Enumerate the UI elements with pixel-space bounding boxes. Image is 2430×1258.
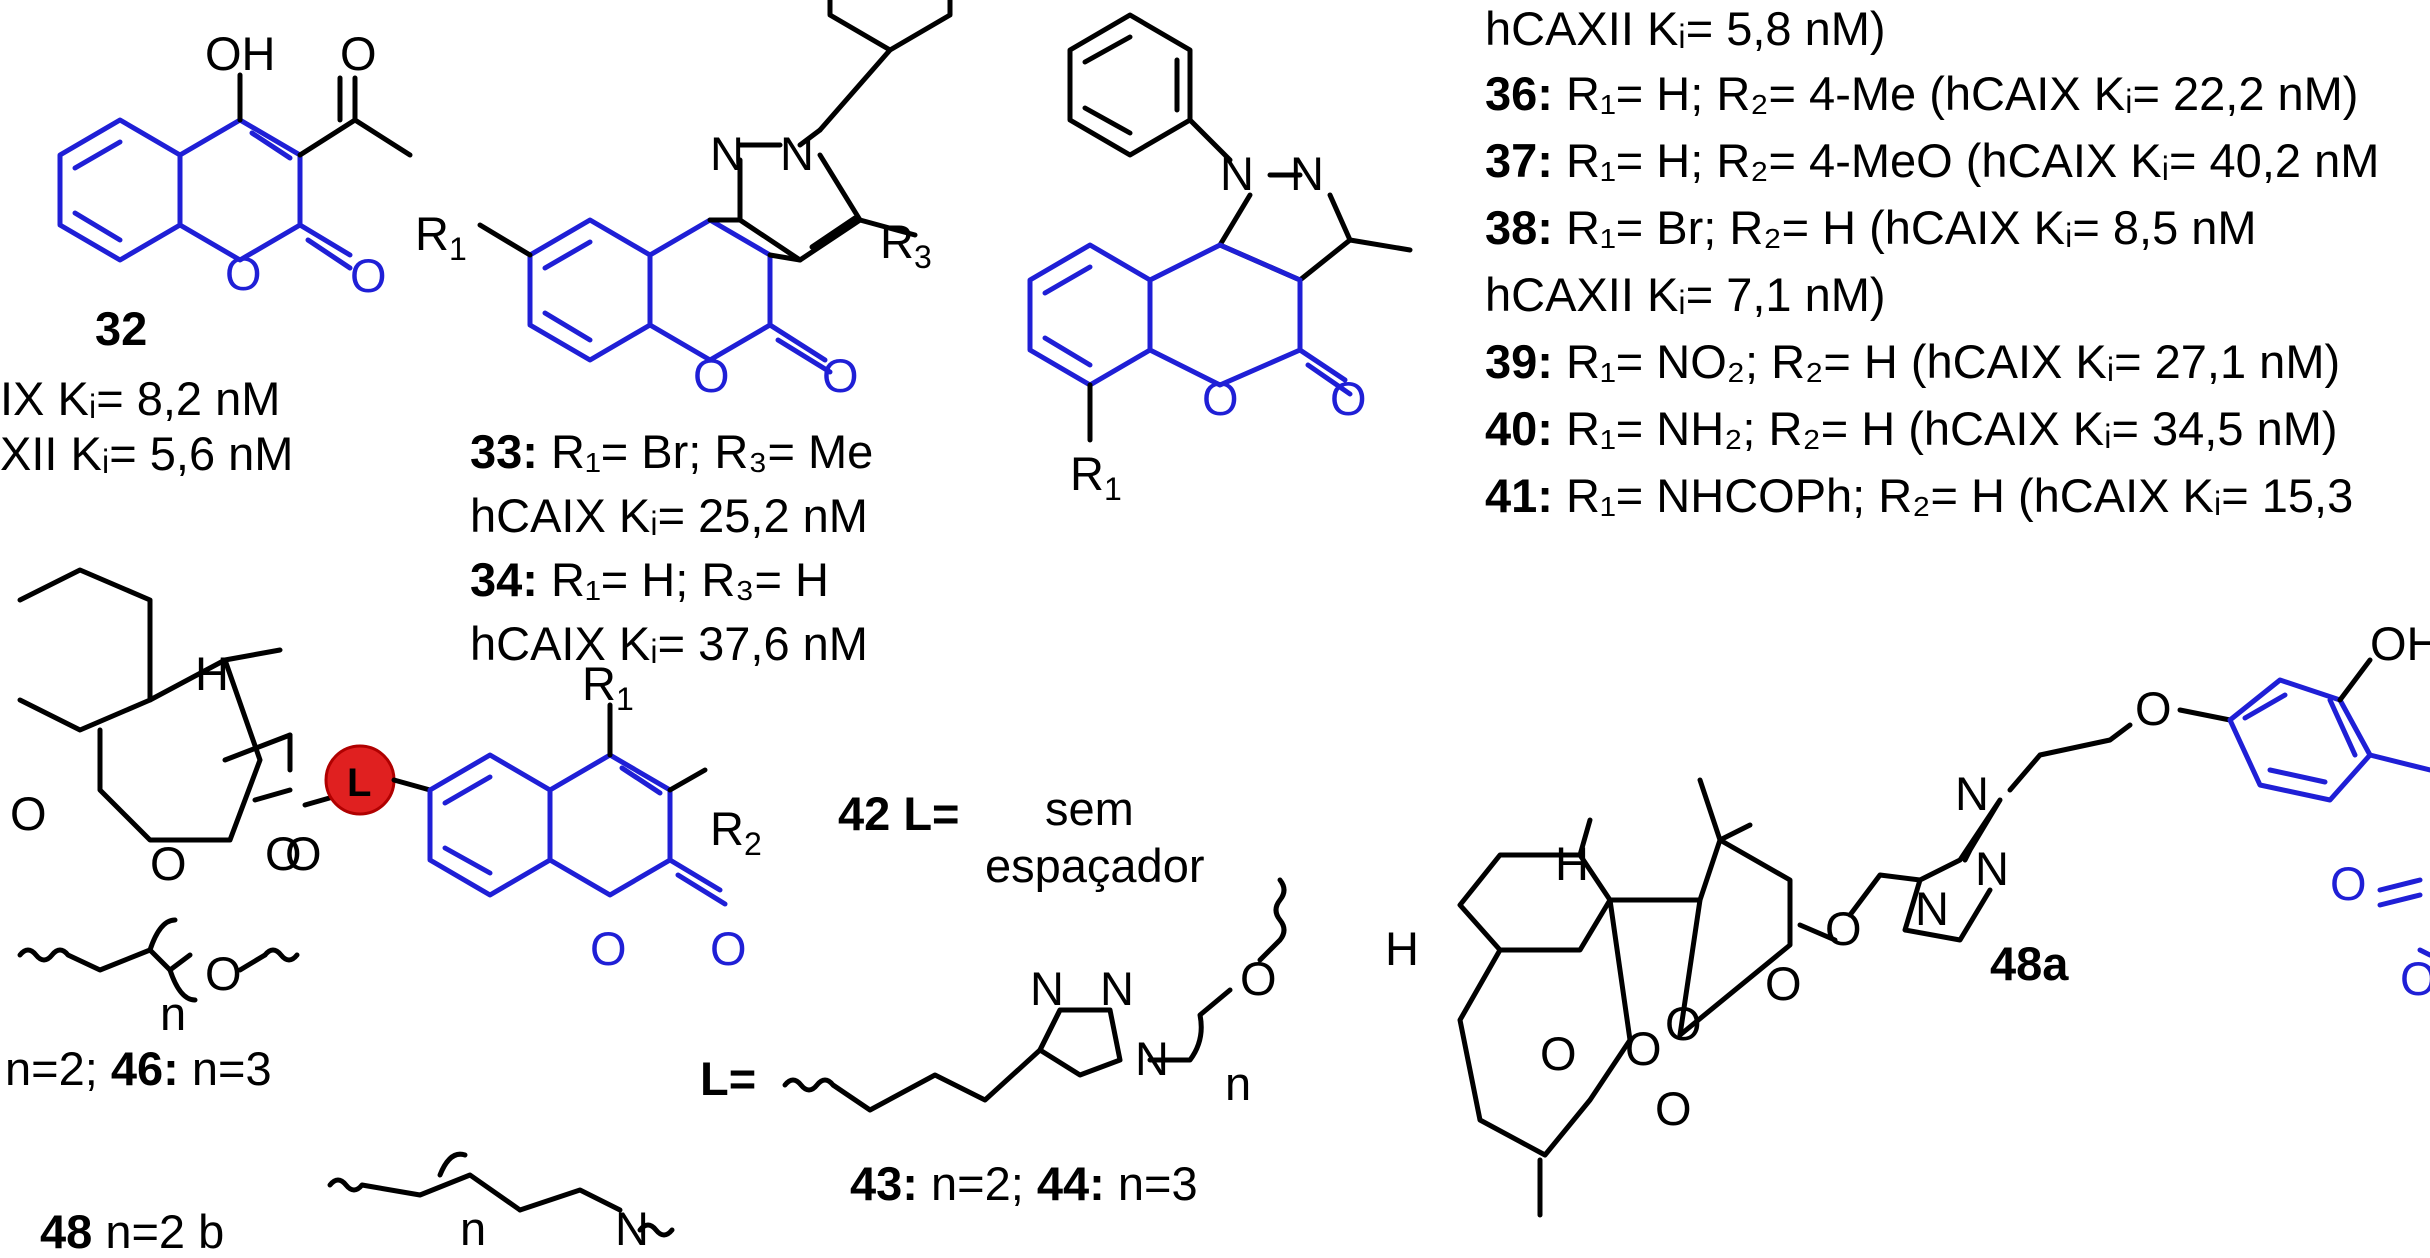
- triazole-n2: N: [1100, 962, 1134, 1015]
- compound-34-ki: hCAIX Kᵢ= 37,6 nM: [470, 617, 868, 670]
- linker-n-48: N: [615, 1202, 649, 1248]
- r1-label-33: R1: [415, 207, 467, 267]
- compound-45-46-label: n=2; 46: n=3: [5, 1042, 272, 1095]
- compound-48a-structure: H H O O O O O O N N N O OH O O: [1385, 617, 2430, 1218]
- 48a-h1: H: [1555, 837, 1589, 890]
- hybrid-o4: O: [285, 827, 322, 880]
- linker-45-46-structure: n O: [17, 917, 300, 1040]
- compound-42-sem: sem: [1045, 782, 1134, 835]
- linker-43-44-structure: N N N O n: [782, 877, 1287, 1113]
- r1-label-hybrid: R1: [582, 657, 634, 717]
- list-line-41: 41: R₁= NHCOPh; R₂= H (hCAIX Kᵢ= 15,3: [1485, 469, 2354, 522]
- compound-42-espacador: espaçador: [985, 839, 1205, 892]
- list-line-39: 39: R₁= NO₂; R₂= H (hCAIX Kᵢ= 27,1 nM): [1485, 335, 2341, 388]
- carbonyl-o-atom-33: O: [822, 349, 859, 402]
- carbonyl-o-atom-35: O: [1330, 372, 1367, 425]
- triazole-n3: N: [1135, 1032, 1169, 1085]
- linker-48-structure: n N: [327, 1151, 675, 1248]
- linker-o-45: O: [205, 947, 242, 1000]
- 48a-oh: OH: [2370, 617, 2430, 670]
- compound-48-partial-label: 48 n=2 b: [40, 1205, 225, 1258]
- 48a-o1: O: [1540, 1027, 1577, 1080]
- linker-o-43: O: [1240, 952, 1277, 1005]
- r3-label-33: R3: [880, 215, 932, 275]
- 48a-carbonyl-o: O: [2330, 857, 2367, 910]
- linker-43-label: L=: [700, 1052, 757, 1105]
- n-label-45: n: [160, 987, 186, 1040]
- pyrazole-n2: N: [780, 127, 814, 180]
- list-line-38: 38: R₁= Br; R₂= H (hCAIX Kᵢ= 8,5 nM: [1485, 201, 2257, 254]
- 48a-o6: O: [1825, 902, 1862, 955]
- 48a-h2: H: [1385, 922, 1419, 975]
- 48a-triazole-n1: N: [1955, 767, 1989, 820]
- list-line-40: 40: R₁= NH₂; R₂= H (hCAIX Kᵢ= 34,5 nM): [1485, 402, 2338, 455]
- oh-atom-label: OH: [205, 27, 276, 80]
- compound-32-ki-xii: XII Kᵢ= 5,6 nM: [0, 427, 293, 480]
- artemisinin-coumarin-hybrid-structure: L O O O H O O O R1 R2: [10, 567, 762, 975]
- 48a-o3: O: [1665, 997, 1702, 1050]
- compound-32-ki-ix: IX Kᵢ= 8,2 nM: [0, 372, 280, 425]
- linker-l-label: L: [347, 761, 371, 805]
- hybrid-carbonyl-o: O: [710, 922, 747, 975]
- compound-32-structure: OH O O O 32 IX Kᵢ= 8,2 nM XII Kᵢ= 5,6 nM: [0, 27, 413, 480]
- hybrid-ring-o: O: [590, 922, 627, 975]
- compound-48a-label: 48a: [1990, 937, 2069, 990]
- ring-o-atom-35: O: [1202, 372, 1239, 425]
- hybrid-o1: O: [10, 787, 47, 840]
- 48a-ring-o: O: [2400, 952, 2430, 1005]
- 48a-o2: O: [1625, 1022, 1662, 1075]
- compound-32-id: 32: [95, 302, 147, 355]
- compound-33-label: 33: R₁= Br; R₃= Me: [470, 425, 874, 478]
- pyrazole-n1: N: [710, 127, 744, 180]
- hybrid-o2: O: [150, 837, 187, 890]
- 48a-ether-o: O: [2135, 682, 2172, 735]
- compound-42-label: 42 L=: [838, 787, 960, 840]
- list-line-36: 36: R₁= H; R₂= 4-Me (hCAIX Kᵢ= 22,2 nM): [1485, 67, 2359, 120]
- triazole-n1: N: [1030, 962, 1064, 1015]
- list-line-0: hCAXII Kᵢ= 5,8 nM): [1485, 2, 1886, 55]
- pyrazole-n2-b: N: [1290, 147, 1324, 200]
- compound-43-44-label: 43: n=2; 44: n=3: [850, 1157, 1198, 1210]
- pyrazole-n1-b: N: [1220, 147, 1254, 200]
- 48a-triazole-n2: N: [1975, 842, 2009, 895]
- ketone-o-atom: O: [340, 27, 377, 80]
- r2-label-hybrid: R2: [710, 802, 762, 862]
- 48a-o4: O: [1655, 1082, 1692, 1135]
- ring-o-atom-33: O: [693, 349, 730, 402]
- n-label-48: n: [460, 1202, 486, 1248]
- n-label-43: n: [1225, 1057, 1251, 1110]
- list-line-37: 37: R₁= H; R₂= 4-MeO (hCAIX Kᵢ= 40,2 nM: [1485, 134, 2380, 187]
- hybrid-h: H: [195, 647, 229, 700]
- compound-33-ki: hCAIX Kᵢ= 25,2 nM: [470, 489, 868, 542]
- hybrid-o3: O: [265, 827, 302, 880]
- ring-o-atom: O: [225, 247, 262, 300]
- compound-33-34-structure: N N R1 R3 O O: [415, 0, 953, 402]
- r1-label-35: R1: [1070, 447, 1122, 507]
- compound-35-41-structure: N N O O R1: [1027, 12, 1413, 507]
- 48a-o5: O: [1765, 957, 1802, 1010]
- list-line-38b: hCAXII Kᵢ= 7,1 nM): [1485, 268, 1886, 321]
- 48a-triazole-n3: N: [1915, 882, 1949, 935]
- compound-34-label: 34: R₁= H; R₃= H: [470, 553, 829, 606]
- carbonyl-o-atom: O: [350, 249, 387, 302]
